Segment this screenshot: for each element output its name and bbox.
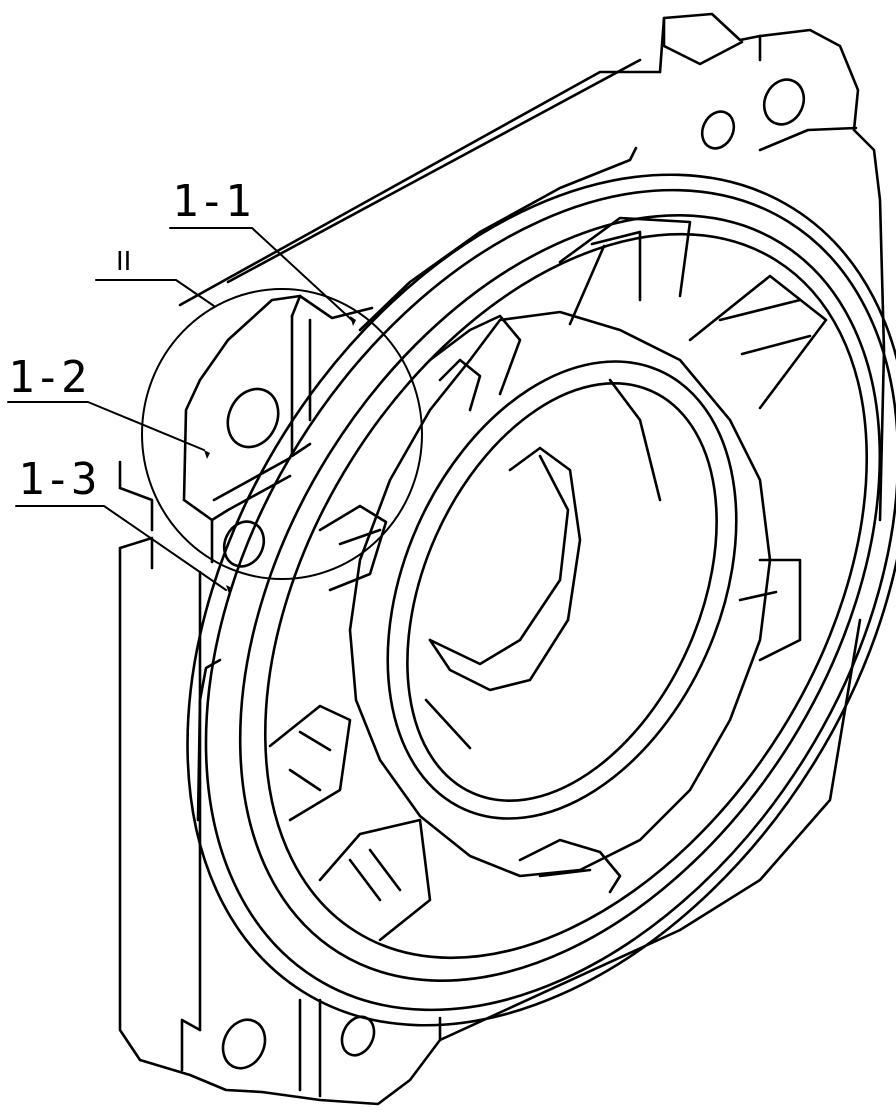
top-left-lug (182, 294, 374, 594)
leader-ii (95, 279, 215, 307)
leader-1-1 (169, 227, 355, 323)
leader-1-2 (7, 401, 205, 451)
mounting-hole-top-right-outer (762, 78, 806, 126)
leader-lines (7, 227, 355, 591)
label-1-1: 1-1 (172, 176, 251, 227)
leader-1-3 (15, 505, 227, 591)
central-hub (348, 310, 772, 878)
mounting-hole-top-right-inner (700, 110, 736, 150)
label-ii: II (116, 247, 131, 277)
radial-ribs (268, 216, 828, 942)
label-1-3: 1-3 (18, 454, 97, 505)
callout-labels: 1-1 II 1-2 1-3 (8, 176, 251, 505)
mounting-hole-bottom-left (221, 1018, 267, 1070)
mounting-holes (221, 78, 806, 1070)
flange-rings (186, 146, 896, 1027)
detail-circle-ii (141, 288, 423, 580)
label-1-2: 1-2 (8, 352, 87, 403)
mounting-hole-left (222, 520, 266, 568)
